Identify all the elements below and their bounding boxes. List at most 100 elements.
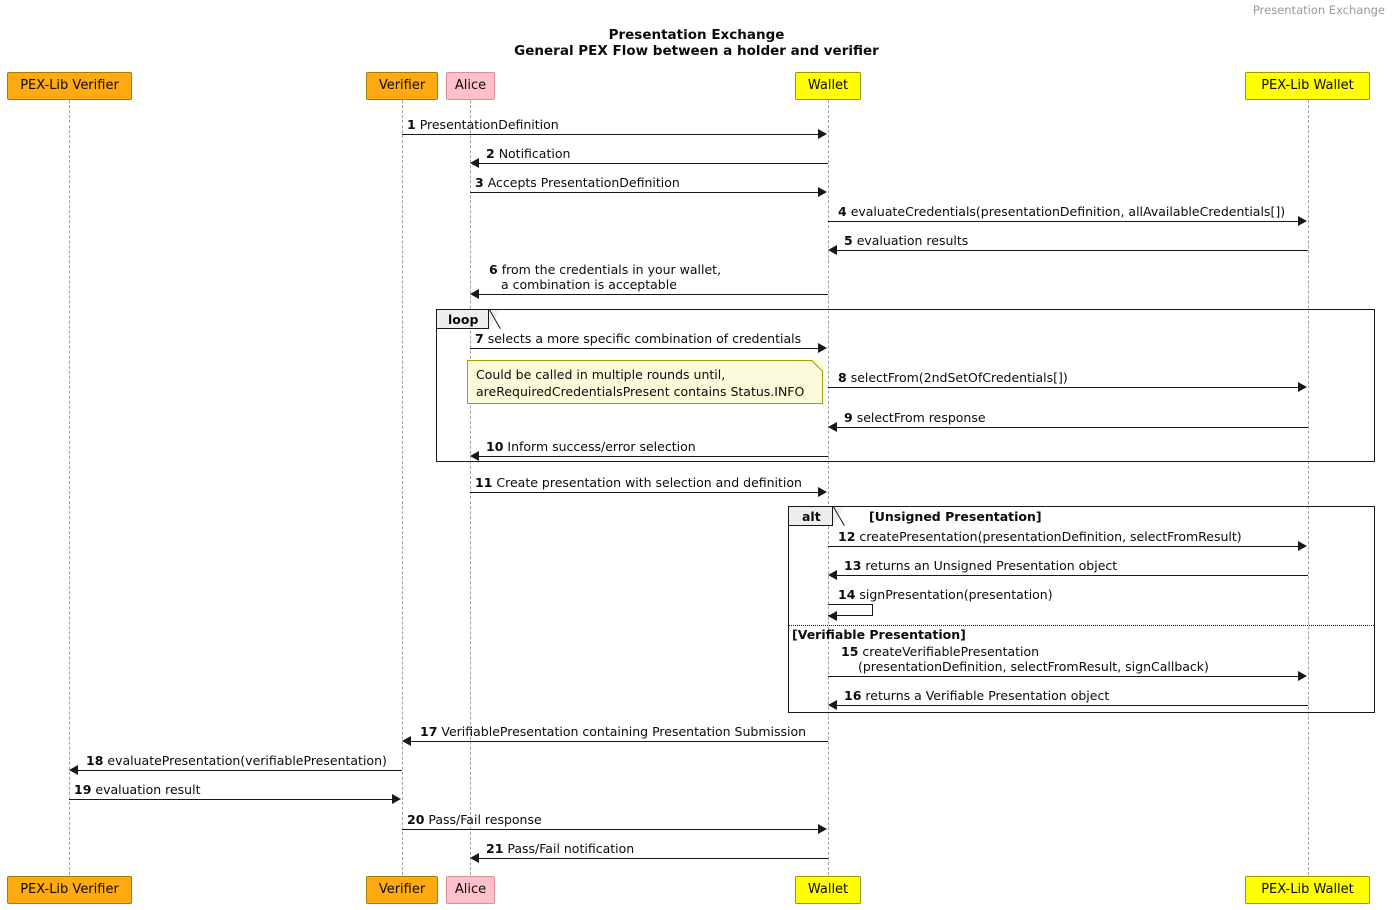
participant-verifier-top[interactable]: Verifier: [366, 72, 438, 100]
message-3-number: 3: [475, 175, 484, 190]
message-8-number: 8: [838, 370, 847, 385]
message-12-arrow: [828, 546, 1299, 547]
message-2-text: Notification: [498, 146, 571, 161]
message-11-number: 11: [475, 475, 493, 490]
message-1-arrowhead-icon: [818, 129, 827, 139]
message-3-label: 3 Accepts PresentationDefinition: [475, 175, 680, 191]
fragment-loop-tab-corner-icon: [489, 310, 500, 329]
message-5-arrow: [837, 250, 1308, 251]
message-16-arrow: [837, 705, 1308, 706]
note-multiple-rounds: Could be called in multiple rounds until…: [467, 360, 823, 404]
message-21-text: Pass/Fail notification: [507, 841, 635, 856]
message-2-arrowhead-icon: [470, 158, 479, 168]
message-20-arrow: [402, 829, 819, 830]
message-2-label: 2 Notification: [486, 146, 571, 162]
message-16-text: returns a Verifiable Presentation object: [865, 688, 1110, 703]
message-15-arrowhead-icon: [1298, 671, 1307, 681]
message-3-arrowhead-icon: [818, 187, 827, 197]
fragment-alt-label: alt: [802, 509, 821, 524]
message-11-label: 11 Create presentation with selection an…: [475, 475, 802, 491]
message-1-label: 1 PresentationDefinition: [407, 117, 559, 133]
message-4-label: 4 evaluateCredentials(presentationDefini…: [838, 204, 1285, 220]
message-6-number: 6: [489, 262, 498, 277]
diagram-title-line2: General PEX Flow between a holder and ve…: [514, 43, 879, 59]
message-2-number: 2: [486, 146, 495, 161]
message-17-arrow: [411, 741, 828, 742]
message-19-text: evaluation result: [95, 782, 201, 797]
message-15-label: 15 createVerifiablePresentation(presenta…: [841, 644, 1209, 674]
message-20-arrowhead-icon: [818, 824, 827, 834]
message-16-arrowhead-icon: [828, 700, 837, 710]
message-6-arrowhead-icon: [470, 289, 479, 299]
message-18-arrow: [78, 770, 402, 771]
message-9-arrowhead-icon: [828, 422, 837, 432]
participant-wallet-top[interactable]: Wallet: [795, 72, 861, 100]
message-7-text: selects a more specific combination of c…: [487, 331, 802, 346]
message-8-arrow: [828, 387, 1299, 388]
participant-pexlibwallet-bottom[interactable]: PEX-Lib Wallet: [1245, 876, 1370, 904]
message-8-arrowhead-icon: [1298, 382, 1307, 392]
message-9-arrow: [837, 427, 1308, 428]
lifeline-verifier: [402, 100, 403, 875]
note-line1: Could be called in multiple rounds until…: [476, 367, 726, 382]
message-6-text: from the credentials in your wallet,: [501, 262, 722, 277]
participant-alice-top[interactable]: Alice: [446, 72, 495, 100]
participant-verifier-bottom[interactable]: Verifier: [366, 876, 438, 904]
message-7-label: 7 selects a more specific combination of…: [475, 331, 802, 347]
message-21-arrowhead-icon: [470, 853, 479, 863]
message-21-arrow: [479, 858, 828, 859]
message-15-arrow: [828, 676, 1299, 677]
participant-alice-bottom[interactable]: Alice: [446, 876, 495, 904]
fragment-alt: [788, 506, 1375, 713]
message-13-number: 13: [844, 558, 862, 573]
message-1-number: 1: [407, 117, 416, 132]
message-10-number: 10: [486, 439, 504, 454]
message-13-arrow: [837, 575, 1308, 576]
message-9-label: 9 selectFrom response: [844, 410, 986, 426]
message-14-arrowhead-icon: [828, 611, 837, 621]
participant-pexlibwallet-top[interactable]: PEX-Lib Wallet: [1245, 72, 1370, 100]
message-14-self-loop: [828, 604, 873, 616]
message-7-number: 7: [475, 331, 484, 346]
message-1-text: PresentationDefinition: [419, 117, 559, 132]
participant-pexlibverifier-top[interactable]: PEX-Lib Verifier: [7, 72, 132, 100]
message-8-label: 8 selectFrom(2ndSetOfCredentials[]): [838, 370, 1068, 386]
message-19-arrow: [69, 799, 393, 800]
message-2-arrow: [479, 163, 828, 164]
message-5-label: 5 evaluation results: [844, 233, 968, 249]
message-12-arrowhead-icon: [1298, 541, 1307, 551]
fragment-loop-tab: [437, 310, 489, 329]
message-10-arrow: [479, 456, 828, 457]
fragment-alt-condition-2: [Verifiable Presentation]: [792, 627, 966, 642]
message-18-text: evaluatePresentation(verifiablePresentat…: [107, 753, 387, 768]
message-10-arrowhead-icon: [470, 451, 479, 461]
message-14-label: 14 signPresentation(presentation): [838, 587, 1053, 603]
message-15-text2: (presentationDefinition, selectFromResul…: [858, 658, 1209, 674]
lifeline-pexlibwallet: [1308, 100, 1309, 875]
message-16-label: 16 returns a Verifiable Presentation obj…: [844, 688, 1110, 704]
message-20-text: Pass/Fail response: [428, 812, 542, 827]
message-18-arrowhead-icon: [69, 765, 78, 775]
message-4-arrowhead-icon: [1298, 216, 1307, 226]
message-1-arrow: [402, 134, 819, 135]
message-6-arrow: [479, 294, 828, 295]
message-18-number: 18: [86, 753, 104, 768]
message-20-number: 20: [407, 812, 425, 827]
participant-pexlibverifier-bottom[interactable]: PEX-Lib Verifier: [7, 876, 132, 904]
message-11-arrow: [470, 492, 819, 493]
fragment-alt-tab-corner-icon: [833, 507, 844, 526]
fragment-loop: [436, 309, 1375, 462]
message-13-label: 13 returns an Unsigned Presentation obje…: [844, 558, 1117, 574]
lifeline-wallet: [828, 100, 829, 875]
message-12-number: 12: [838, 529, 856, 544]
message-19-arrowhead-icon: [392, 794, 401, 804]
participant-wallet-bottom[interactable]: Wallet: [795, 876, 861, 904]
message-19-label: 19 evaluation result: [74, 782, 201, 798]
message-12-label: 12 createPresentation(presentationDefini…: [838, 529, 1242, 545]
message-11-text: Create presentation with selection and d…: [496, 475, 802, 490]
message-4-number: 4: [838, 204, 847, 219]
message-21-label: 21 Pass/Fail notification: [486, 841, 635, 857]
fragment-alt-divider: [789, 625, 1374, 626]
message-8-text: selectFrom(2ndSetOfCredentials[]): [850, 370, 1068, 385]
